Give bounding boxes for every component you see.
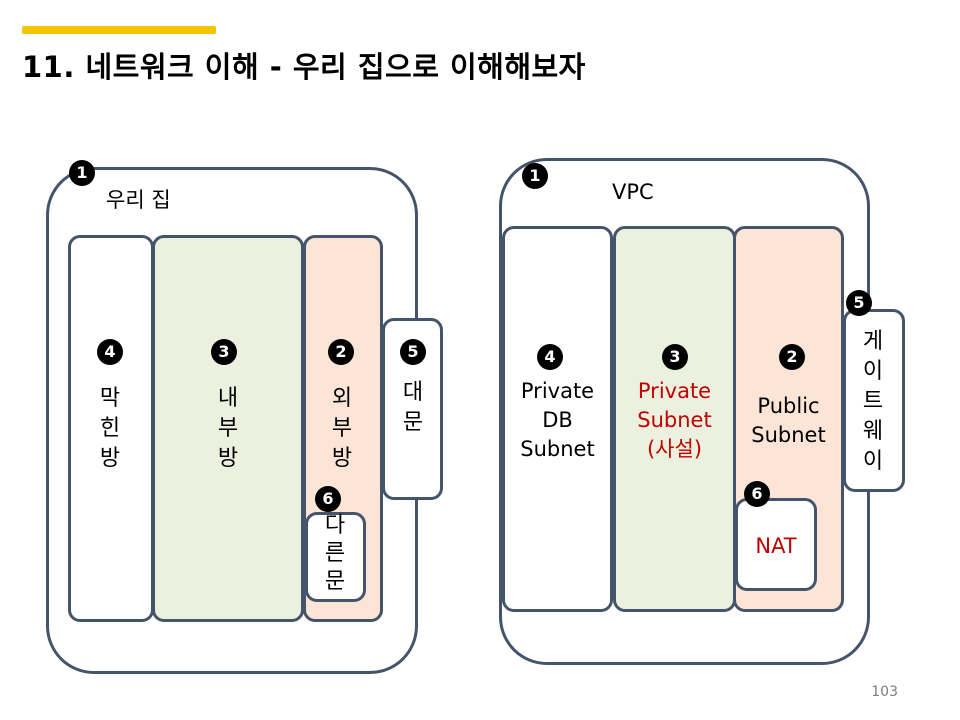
subnet-private-label: Private Subnet (사설): [637, 379, 712, 461]
room-inner: [152, 235, 304, 622]
title-accent-bar: [22, 26, 216, 34]
subnet-private-db-badge: 4: [537, 344, 563, 370]
nat-badge: 6: [744, 481, 770, 507]
internet-gateway-label: 게 이 트 웨 이: [862, 329, 884, 474]
room-closed-label: 막 힌 방: [99, 386, 121, 471]
vpc-badge: 1: [522, 163, 548, 189]
room-closed-badge: 4: [97, 339, 123, 365]
internet-gateway-badge: 5: [846, 290, 872, 316]
house-label: 우리 집: [106, 188, 171, 212]
room-outer-label: 외 부 방: [331, 386, 353, 471]
room-other-door-label: 다 른 문: [324, 513, 346, 594]
room-gate-badge: 5: [400, 339, 426, 365]
room-other-door: [305, 512, 366, 602]
room-outer-badge: 2: [328, 339, 354, 365]
room-other-door-badge: 6: [315, 486, 341, 512]
room-inner-label: 내 부 방: [217, 386, 239, 471]
room-inner-badge: 3: [211, 339, 237, 365]
subnet-private-badge: 3: [662, 344, 688, 370]
subnet-private-db-label: Private DB Subnet: [520, 379, 595, 461]
room-gate: [382, 318, 443, 500]
subnet-public-badge: 2: [779, 344, 805, 370]
room-closed: [68, 235, 154, 622]
house-badge: 1: [69, 160, 95, 186]
room-gate-label: 대 문: [402, 380, 424, 435]
subnet-private: [613, 226, 736, 612]
nat-gateway: [735, 498, 817, 591]
page-title: 11. 네트워크 이해 - 우리 집으로 이해해보자: [22, 50, 586, 84]
nat-label: NAT: [755, 534, 797, 558]
internet-gateway: [843, 309, 905, 492]
vpc-label: VPC: [612, 180, 654, 204]
subnet-private-db: [502, 226, 613, 612]
page-number: 103: [871, 684, 898, 700]
subnet-public-label: Public Subnet: [751, 394, 826, 447]
